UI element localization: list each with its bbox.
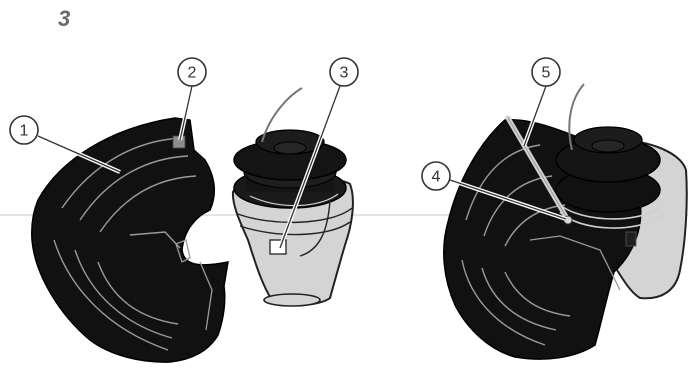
callout-3: 3 [278,57,359,249]
right-assembly [443,83,688,360]
callout-2-label: 2 [188,65,197,82]
callout-4: 4 [421,161,567,221]
trimmer-housing-left [31,117,229,363]
spool-cup-left [231,177,354,307]
callout-4-label: 4 [432,169,441,186]
callout-2: 2 [177,57,207,141]
callout-5: 5 [522,57,561,147]
callout-5-label: 5 [542,65,551,82]
step-number: 3 [58,6,71,31]
callout-1-label: 1 [20,123,29,140]
spool-right [555,83,665,229]
callout-3-label: 3 [340,65,349,82]
left-assembly [31,87,354,363]
callout-1: 1 [9,115,121,174]
